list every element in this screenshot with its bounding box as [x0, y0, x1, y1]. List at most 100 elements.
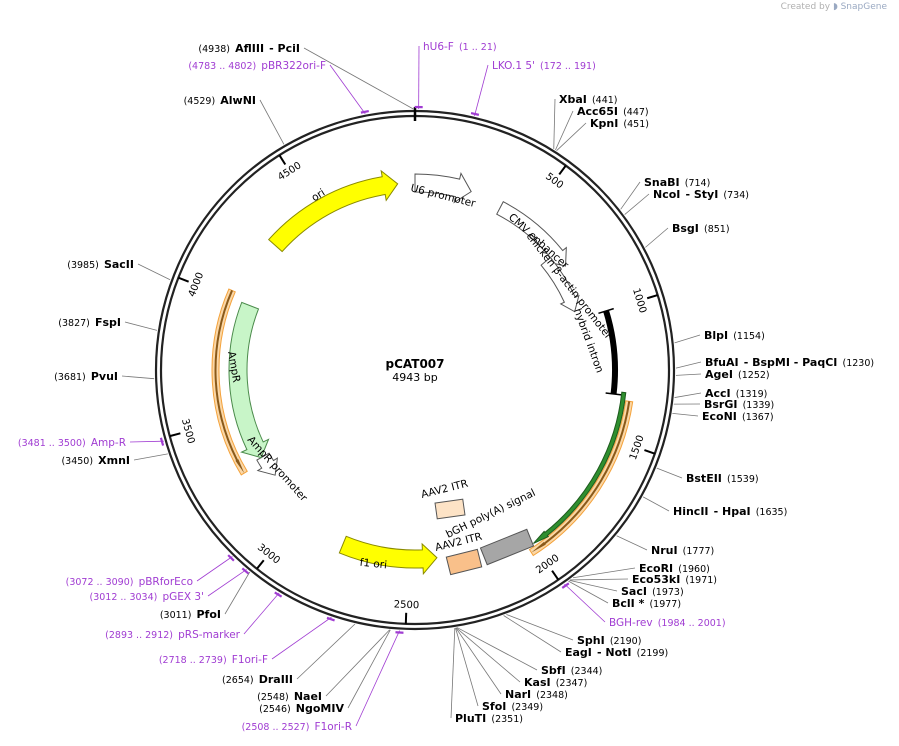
bsrgi-label-part: BsrGI — [704, 398, 737, 411]
fspi-label: (3827) FspI — [58, 311, 121, 330]
eagi-label-part: EagI — [565, 646, 592, 659]
pvui-label-part: PvuI — [91, 370, 118, 383]
afliii-label-part: AflIII — [235, 42, 264, 55]
sbfi-label: SbfI (2344) — [541, 659, 602, 678]
bsteii-label: BstEII (1539) — [686, 467, 759, 486]
saci-label-leader — [569, 579, 618, 592]
saci-label: SacI (1973) — [621, 580, 684, 599]
bgh-rev-label-part: (1984 .. 2001) — [658, 618, 726, 629]
f1-ori — [338, 535, 438, 576]
bgh-rev-label-leader — [564, 583, 606, 623]
tick-mark — [551, 570, 560, 581]
leader-line-layer — [121, 45, 702, 727]
hincii-label-leader — [642, 496, 670, 512]
alwni-label: (4529) AlwNI — [184, 89, 256, 108]
alwni-label-leader — [259, 99, 285, 145]
pbrforeco-label-part: pBRforEco — [139, 576, 193, 588]
pvui-label-part: (3681) — [54, 372, 86, 383]
kasi-label-part: (2347) — [556, 678, 588, 689]
sacii-label-part: (3985) — [67, 260, 99, 271]
pgex3-label-part: pGEX 3' — [162, 591, 204, 603]
draiii-label-leader — [296, 623, 356, 680]
pgex3-label-part: (3012 .. 3034) — [90, 592, 158, 603]
xmni-label-part: (3450) — [61, 456, 93, 467]
ori — [267, 169, 399, 253]
chicken-b-actin-promoter-label: chicken β-actin promoter — [524, 230, 615, 342]
sphi-label-part: SphI — [577, 634, 605, 647]
pbr322ori-f-label-leader — [329, 64, 366, 115]
f1ori-f-label-part: F1ori-F — [232, 654, 268, 666]
bsteii-label-part: BstEII — [686, 472, 722, 485]
aav2-itr-box-bottom — [445, 548, 483, 576]
pbrforeco-label-primer-mark — [227, 554, 235, 562]
bsgi-label: BsgI (851) — [672, 217, 730, 236]
orange-highlight-arrow — [531, 401, 631, 553]
tick-label: 3500 — [179, 418, 196, 445]
bfuai-label-part: BfuAI — [705, 356, 739, 369]
ncoi-label-part: - StyI — [685, 188, 718, 201]
econi-label-leader — [672, 412, 699, 417]
ampr — [228, 301, 270, 459]
bcli-label: BclI * (1977) — [612, 592, 681, 611]
eagi-label-leader — [503, 615, 562, 653]
eagi-label-part: (2199) — [637, 648, 669, 659]
acc65i-label-part: Acc65I — [577, 105, 618, 118]
hincii-label-part: - HpaI — [714, 505, 751, 518]
plasmid-name: pCAT007 — [386, 357, 445, 371]
pbr322ori-f-label-part: (4783 .. 4802) — [188, 61, 256, 72]
kpni-label: KpnI (451) — [590, 112, 649, 131]
pgex3-label-leader — [207, 569, 247, 597]
tick-mark — [169, 432, 181, 438]
saci-label-part: (1973) — [652, 587, 684, 598]
saci-label-part: SacI — [621, 585, 647, 598]
sphi-label-part: (2190) — [610, 636, 642, 647]
acc65i-label-part: (447) — [623, 107, 649, 118]
hincii-label-part: (1635) — [756, 507, 788, 518]
nari-label-part: NarI — [505, 688, 531, 701]
kasi-label-leader — [455, 627, 521, 683]
pfoi-label: (3011) PfoI — [160, 603, 221, 622]
nrui-label-part: (1777) — [683, 546, 715, 557]
snapgene-logo-icon: ◗ — [832, 2, 838, 12]
tick-label: 500 — [543, 171, 565, 191]
acci-label-part: AccI — [705, 387, 731, 400]
xmni-label: (3450) XmnI — [61, 449, 130, 468]
bsrgi-label: BsrGI (1339) — [704, 393, 774, 412]
pbrforeco-label-leader — [196, 556, 233, 582]
sphi-label-leader — [506, 614, 574, 641]
hu6-f-label: hU6-F (1 .. 21) — [423, 35, 497, 54]
sbfi-label-part: (2344) — [571, 666, 603, 677]
tick-label: 3000 — [255, 542, 282, 566]
eagi-label: EagI - NotI (2199) — [565, 641, 668, 660]
pbrforeco-label-part: (3072 .. 3090) — [66, 577, 134, 588]
ecori-label-part: (1960) — [678, 564, 710, 575]
xmni-label-leader — [133, 453, 168, 461]
agei-label-part: (1252) — [738, 370, 770, 381]
acc65i-label: Acc65I (447) — [577, 100, 649, 119]
pgex3-label-primer-mark — [241, 567, 250, 575]
pluti-label-part: PluTI — [455, 712, 486, 725]
f1ori-f-label-leader — [271, 616, 332, 660]
ngomiv-label-leader — [347, 629, 391, 709]
lko-label: LKO.1 5' (172 .. 191) — [492, 54, 596, 73]
naei-label: (2548) NaeI — [257, 685, 322, 704]
bsgi-label-part: BsgI — [672, 222, 699, 235]
ecori-label: EcoRI (1960) — [639, 557, 710, 576]
ncoi-label-leader — [624, 193, 650, 215]
nrui-label-leader — [616, 535, 648, 551]
naei-label-part: NaeI — [294, 690, 322, 703]
f1ori-f-label: (2718 .. 2739) F1ori-F — [159, 648, 268, 667]
fspi-label-part: (3827) — [58, 318, 90, 329]
bgh-rev-label-part: BGH-rev — [609, 617, 653, 629]
kasi-label-part: KasI — [524, 676, 551, 689]
bcli-label-part: BclI * — [612, 597, 645, 610]
sphi-label: SphI (2190) — [577, 629, 641, 648]
afliii-label-part: (4938) — [198, 44, 230, 55]
prs-marker-label-part: (2893 .. 2912) — [105, 630, 173, 641]
ncoi-label: NcoI - StyI (734) — [653, 183, 749, 202]
eco53ki-label: Eco53kI (1971) — [632, 568, 717, 587]
lko-label-part: LKO.1 5' — [492, 60, 535, 72]
pfoi-label-part: (3011) — [160, 610, 192, 621]
eco53ki-label-leader — [570, 578, 629, 581]
sfoi-label-part: SfoI — [482, 700, 506, 713]
